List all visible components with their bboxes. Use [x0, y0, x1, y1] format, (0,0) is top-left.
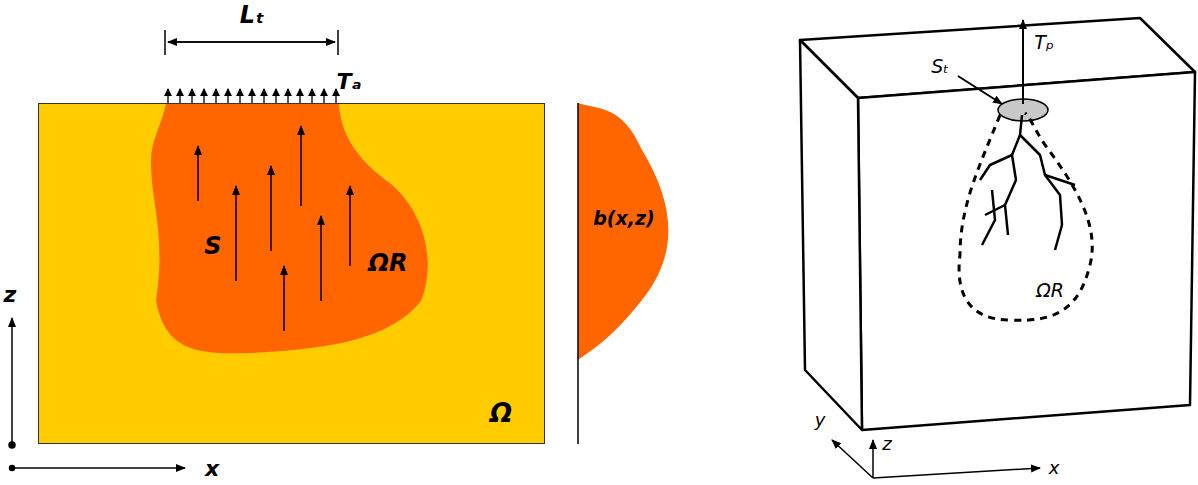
axis-or-load-label: x — [1049, 459, 1060, 477]
region-outline — [950, 105, 1110, 335]
region-label: S — [204, 234, 221, 258]
region-label: ΩR — [1036, 281, 1064, 300]
damage-region: ΩR — [950, 105, 1110, 335]
axis-or-load-label: Sₜ — [931, 57, 949, 76]
profile — [578, 103, 668, 444]
dimension-line — [165, 30, 338, 55]
symbol-label: x — [205, 458, 219, 480]
axis-or-load-label: z — [882, 435, 891, 453]
symbol-label: z — [4, 284, 17, 306]
cube — [800, 18, 1195, 430]
region-label: ΩR — [369, 251, 408, 275]
region-label: Ω — [490, 400, 512, 426]
symbol-label: Lₜ — [240, 3, 265, 27]
symbol-label: Tₐ — [336, 71, 361, 93]
loaded-region: S ΩR — [141, 104, 441, 359]
traction-arrows — [168, 89, 336, 103]
symbol-label: b(x,z) — [593, 209, 655, 228]
axes-right — [832, 440, 1040, 478]
region-outline — [141, 104, 441, 359]
domain-region: Ω S ΩR — [38, 103, 545, 444]
axis-or-load-label: y — [815, 411, 826, 429]
axis-or-load-label: Tₚ — [1034, 33, 1054, 52]
